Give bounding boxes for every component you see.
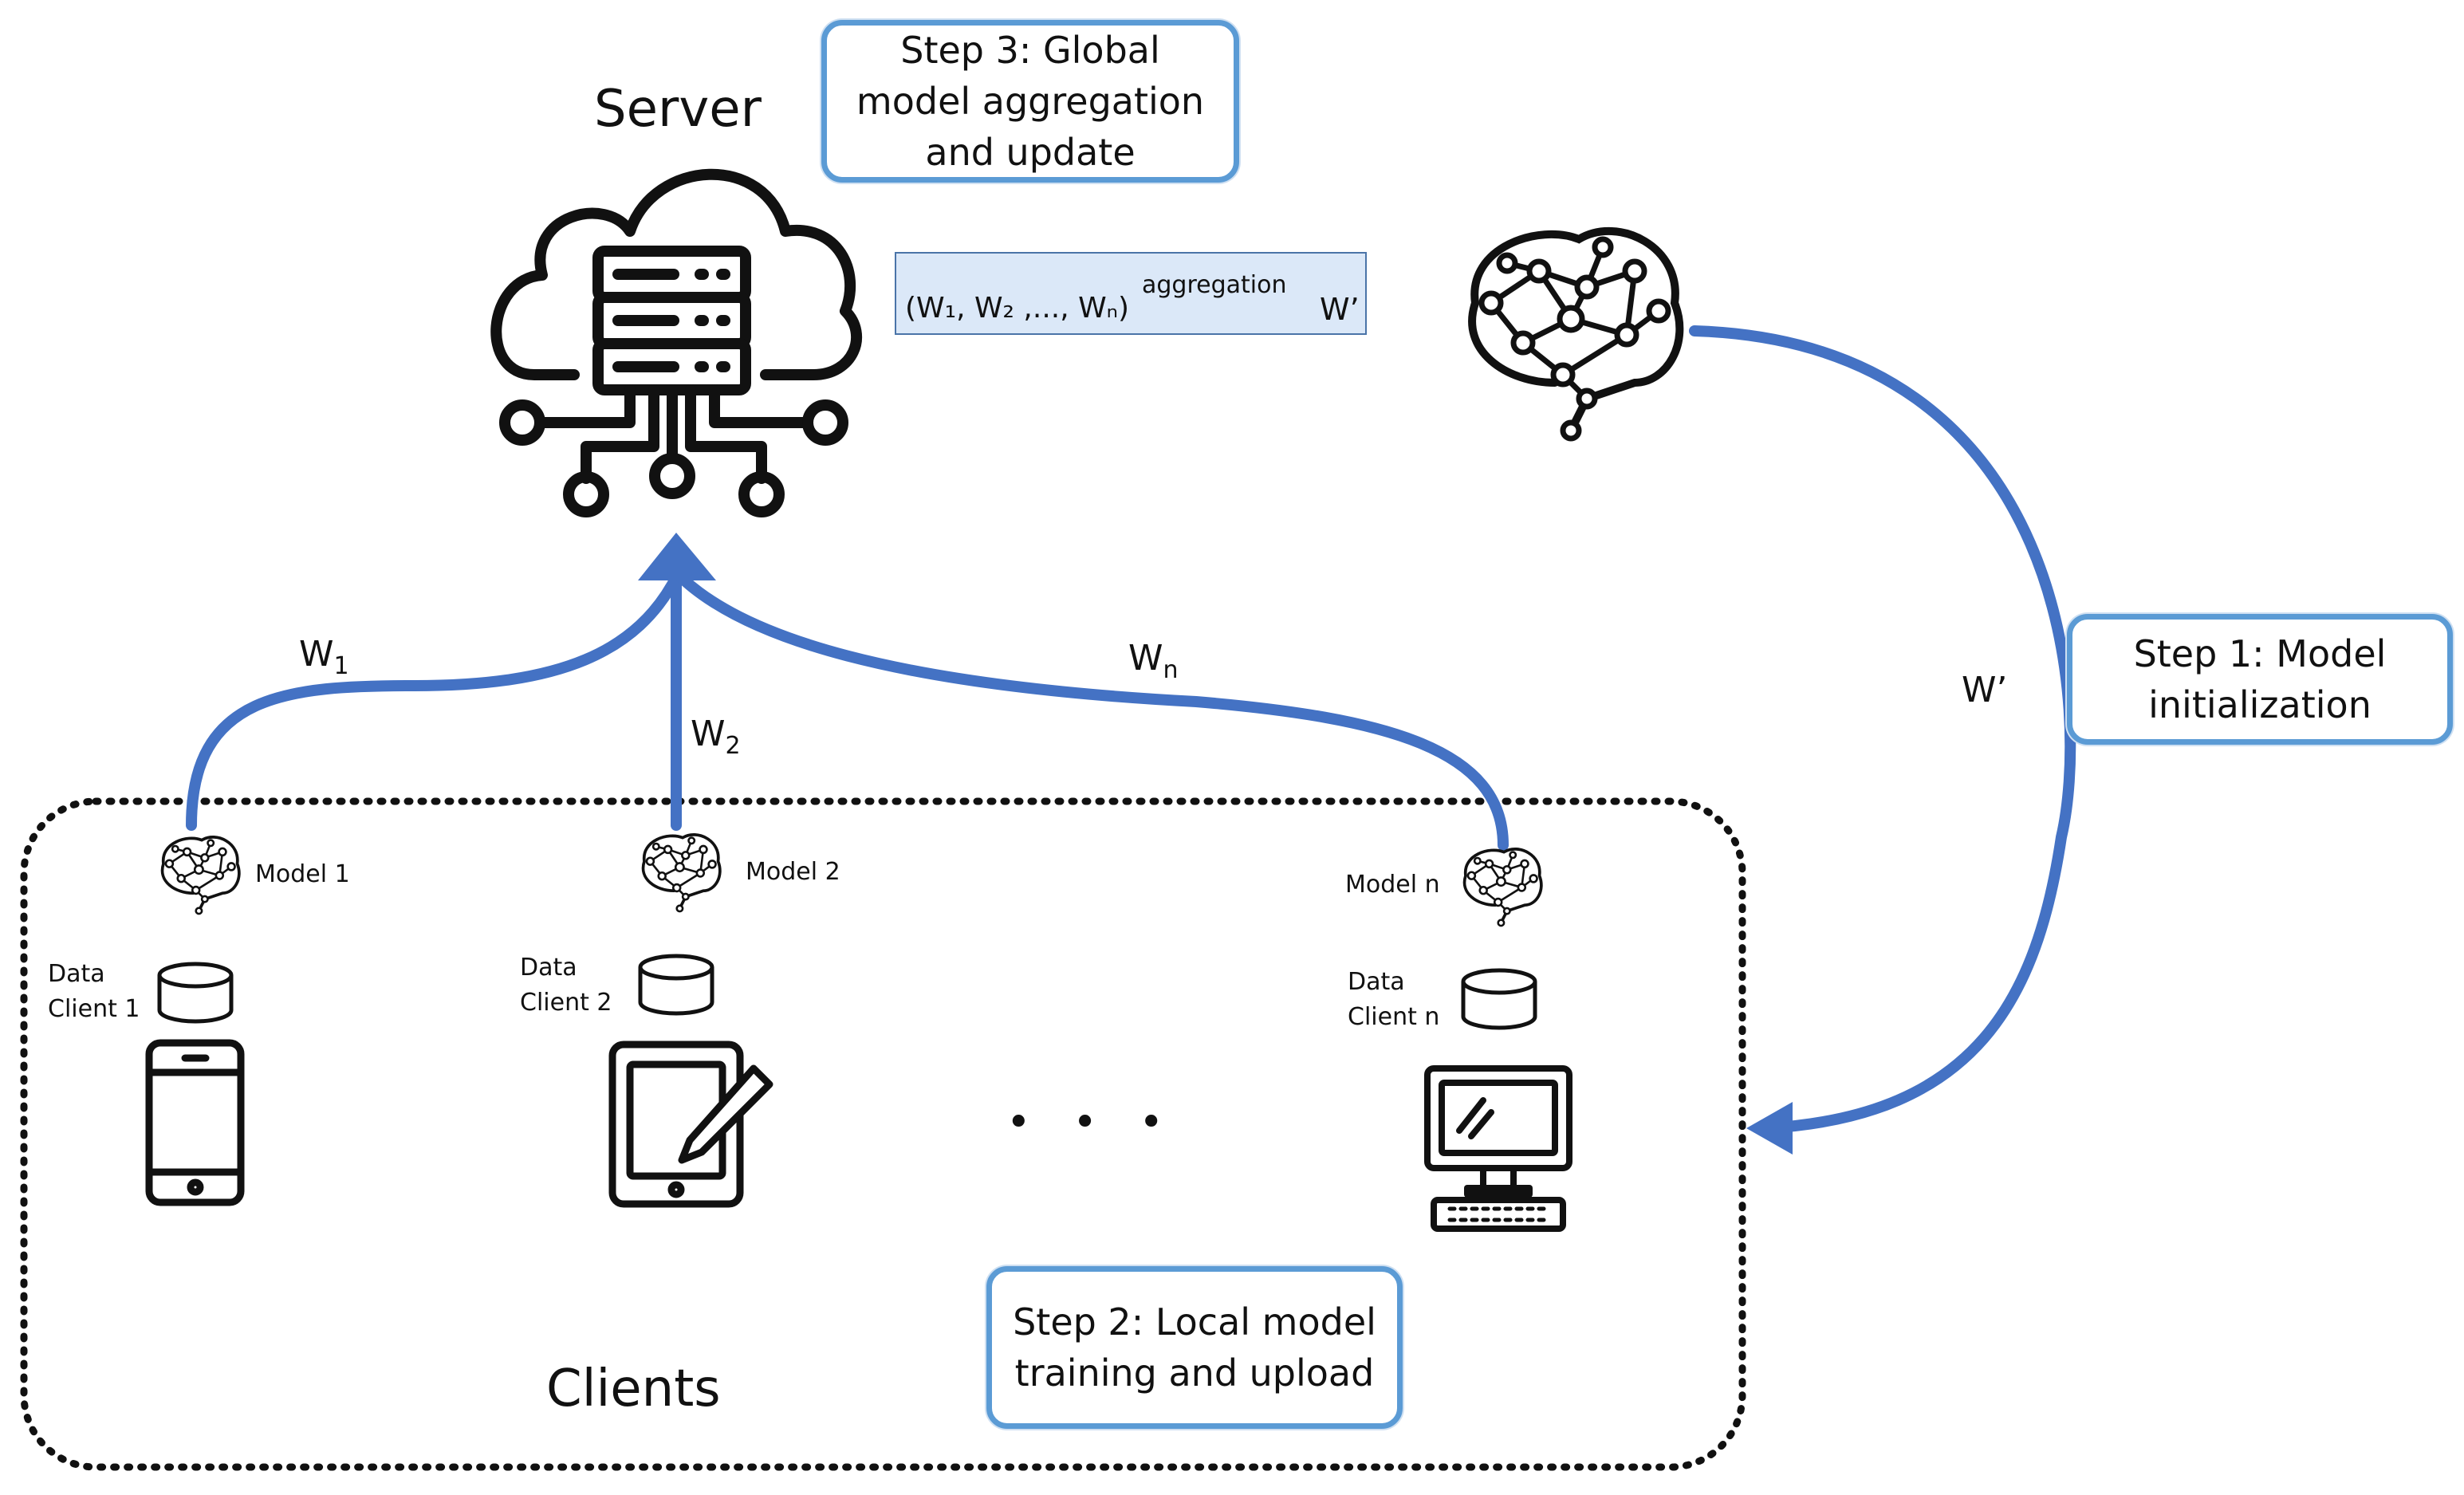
clients-title: Clients: [546, 1359, 721, 1418]
wn-arrow-path: [672, 568, 1509, 851]
model-1-brain-icon: [160, 836, 241, 915]
clients-arrowhead: [1746, 1102, 1793, 1155]
more-clients-ellipsis: • • •: [1006, 1099, 1179, 1147]
server-arrowhead: [638, 533, 716, 580]
model-n-brain-icon: [1462, 848, 1543, 927]
step-3-line-2: model aggregation: [856, 80, 1205, 123]
step-1-box: Step 1: Model initialization: [2067, 614, 2453, 745]
aggregation-inputs: (W₁, W₂ ,..., Wₙ): [905, 292, 1130, 325]
global-model-arrow-path: [1689, 325, 2076, 1134]
w1-label: W1: [299, 634, 349, 680]
model-1-label: Model 1: [255, 860, 350, 888]
client-n-database-icon: [1463, 970, 1535, 1028]
upload-arrows: [186, 325, 2076, 1134]
step-3-line-3: and update: [925, 131, 1136, 174]
w-prime-label: W’: [1962, 670, 2008, 710]
step-1-line-1: Step 1: Model: [2133, 632, 2387, 675]
model-2-label: Model 2: [746, 858, 840, 886]
aggregation-operation-label: aggregation: [1142, 271, 1287, 299]
clients-region-border: [20, 797, 1746, 1471]
step-3-line-1: Step 3: Global: [900, 29, 1160, 72]
aggregation-output: W’: [1320, 292, 1360, 327]
client-1-database-icon: [159, 964, 231, 1021]
aggregation-formula-box: [895, 252, 1367, 335]
global-model-brain-icon: [1472, 231, 1679, 439]
wn-label: Wn: [1128, 638, 1179, 684]
cloud-server-icon: [490, 168, 863, 517]
model-2-brain-icon: [641, 833, 722, 913]
step-2-line-2: training and upload: [1014, 1351, 1375, 1395]
w2-label: W2: [691, 714, 741, 760]
smartphone-icon: [145, 1039, 245, 1206]
step-2-box: Step 2: Local model training and upload: [986, 1266, 1403, 1429]
server-title: Server: [594, 80, 762, 139]
client-2-database-icon: [640, 956, 712, 1013]
step-2-line-1: Step 2: Local model: [1013, 1300, 1376, 1344]
model-n-label: Model n: [1345, 871, 1440, 899]
desktop-computer-icon: [1424, 1065, 1572, 1232]
step-1-line-2: initialization: [2148, 683, 2372, 726]
tablet-icon: [608, 1041, 773, 1208]
w1-arrow-path: [186, 568, 683, 831]
step-3-box: Step 3: Global model aggregation and upd…: [821, 20, 1239, 183]
